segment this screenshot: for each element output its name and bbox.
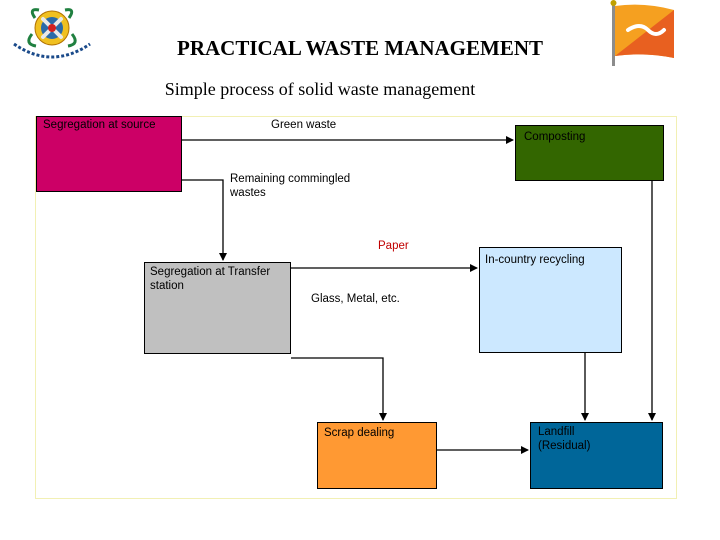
recycling-box	[479, 247, 622, 353]
landfill-label: Landfill (Residual)	[538, 426, 591, 452]
green-waste-label: Green waste	[271, 119, 337, 131]
diagram-frame	[35, 116, 677, 499]
segregation-source-box	[36, 116, 182, 192]
glass-metal-label: Glass, Metal, etc.	[311, 293, 400, 305]
landfill-box	[530, 422, 663, 489]
remaining-commingled-label: Remaining commingled wastes	[230, 173, 351, 199]
scrap-dealing-box	[317, 422, 437, 489]
paper-label: Paper	[378, 240, 409, 252]
bhutan-flag-icon	[610, 0, 674, 66]
national-emblem-icon	[13, 8, 91, 59]
arrow-remaining-commingled	[182, 179, 227, 261]
segregation-transfer-box	[144, 262, 291, 354]
segregation-source-label: Segregation at source	[43, 119, 156, 131]
slide-title: PRACTICAL WASTE MANAGEMENT	[177, 36, 543, 60]
arrow-glass-metal	[291, 357, 387, 421]
slide-subtitle: Simple process of solid waste management	[164, 79, 476, 99]
recycling-label: In-country recycling	[485, 254, 585, 266]
composting-label: Composting	[524, 131, 586, 143]
scrap-dealing-label: Scrap dealing	[324, 427, 395, 439]
segregation-transfer-label: Segregation at Transfer station	[150, 266, 271, 292]
composting-box	[515, 125, 664, 181]
